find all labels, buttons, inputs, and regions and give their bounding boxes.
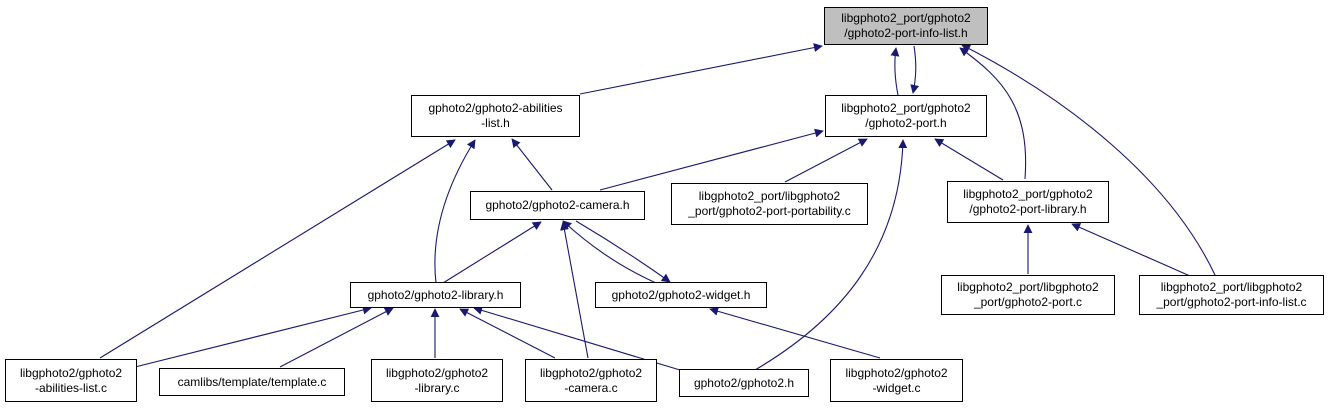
edge-abilities-list-c-to-library-h xyxy=(134,305,372,368)
edge-port-h-to-root-a xyxy=(890,47,900,96)
node-gphoto2-port-info-list-c[interactable]: libgphoto2_port/libgphoto2 _port/gphoto2… xyxy=(1139,275,1324,315)
node-gphoto2-library-h[interactable]: gphoto2/gphoto2-library.h xyxy=(350,282,521,308)
edge-widget-c-to-widget-h xyxy=(709,306,881,359)
edge-camera-h-to-port-h xyxy=(599,128,824,191)
node-gphoto2-port-c[interactable]: libgphoto2_port/libgphoto2 _port/gphoto2… xyxy=(941,275,1115,315)
node-label-line: -list.h xyxy=(481,116,510,130)
node-label-line: gphoto2/gphoto2-widget.h xyxy=(611,287,751,302)
node-gphoto2-h[interactable]: gphoto2/gphoto2.h xyxy=(679,369,809,397)
node-label-line: -camera.c xyxy=(564,380,618,395)
node-gphoto2-widget-h[interactable]: gphoto2/gphoto2-widget.h xyxy=(595,282,767,308)
edge-port-library-h-to-port-h xyxy=(934,138,1004,181)
node-gphoto2-abilities-list-c[interactable]: libgphoto2/gphoto2 -abilities-list.c xyxy=(5,359,137,402)
edge-camera-c-to-camera-h xyxy=(560,221,589,359)
edge-abilities-list-h-to-root xyxy=(579,43,823,95)
edge-port-library-h-to-root xyxy=(959,47,1027,180)
node-gphoto2-port-info-list-h: libgphoto2_port/gphoto2 /gphoto2-port-in… xyxy=(824,7,988,45)
edge-camera-h-to-abilities-list-h xyxy=(511,138,553,191)
node-label-line: /gphoto2-port.h xyxy=(865,116,947,130)
node-label-line: libgphoto2_port/gphoto2 xyxy=(841,11,971,25)
node-label-line: libgphoto2_port/gphoto2 xyxy=(963,187,1093,201)
node-label-line: gphoto2/gphoto2-camera.h xyxy=(485,198,630,212)
node-gphoto2-abilities-list-h[interactable]: gphoto2/gphoto2-abilities -list.h xyxy=(411,95,580,137)
node-label-line: _port/gphoto2-port.c xyxy=(973,295,1083,309)
node-label-line: _port/gphoto2-port-info-list.c xyxy=(1156,295,1307,309)
node-label-line: libgphoto2/gphoto2 xyxy=(385,365,489,380)
edge-camera-h-to-widget-h-b xyxy=(575,220,671,283)
edge-gphoto2-h-to-port-h xyxy=(754,139,908,371)
edge-library-h-to-abilities-list-h xyxy=(434,139,476,284)
node-label-line: libgphoto2/gphoto2 xyxy=(19,365,123,380)
edge-library-h-to-camera-h xyxy=(442,221,542,284)
node-label-line: libgphoto2_port/libgphoto2 xyxy=(957,280,1099,294)
node-gphoto2-camera-c[interactable]: libgphoto2/gphoto2 -camera.c xyxy=(525,359,657,402)
node-label-line: /gphoto2-port-info-list.h xyxy=(844,26,968,40)
node-label-line: libgphoto2_port/gphoto2 xyxy=(841,101,971,115)
node-gphoto2-port-library-h[interactable]: libgphoto2_port/gphoto2 /gphoto2-port-li… xyxy=(947,181,1109,223)
node-label-line: libgphoto2_port/libgphoto2 xyxy=(1160,280,1303,294)
node-label-line: gphoto2/gphoto2-abilities xyxy=(428,101,563,115)
node-label-line: camlibs/template/template.c xyxy=(177,374,327,389)
node-gphoto2-camera-h[interactable]: gphoto2/gphoto2-camera.h xyxy=(470,191,645,220)
edge-portability-c-to-port-h xyxy=(784,138,868,183)
node-label-line: gphoto2/gphoto2.h xyxy=(693,375,795,390)
node-label-line: libgphoto2/gphoto2 xyxy=(539,365,643,380)
node-label-line: /gphoto2-port-library.h xyxy=(969,202,1087,216)
node-label-line: _port/gphoto2-port-portability.c xyxy=(688,204,851,218)
node-label-line: -widget.c xyxy=(872,380,921,395)
edge-widget-h-to-camera-h-a xyxy=(562,220,657,284)
node-label-line: -library.c xyxy=(414,380,460,395)
node-gphoto2-widget-c[interactable]: libgphoto2/gphoto2 -widget.c xyxy=(830,359,963,402)
edge-template-c-to-library-h xyxy=(279,307,394,368)
node-label-line: libgphoto2/gphoto2 xyxy=(845,365,948,380)
node-gphoto2-port-portability-c[interactable]: libgphoto2_port/libgphoto2 _port/gphoto2… xyxy=(671,183,868,225)
edge-abilities-list-c-to-abilities-list-h xyxy=(99,139,456,359)
edge-port-info-list-c-to-root xyxy=(961,44,1216,276)
node-gphoto2-library-c[interactable]: libgphoto2/gphoto2 -library.c xyxy=(371,359,503,402)
node-gphoto2-port-h[interactable]: libgphoto2_port/gphoto2 /gphoto2-port.h xyxy=(825,95,987,137)
node-label-line: gphoto2/gphoto2-library.h xyxy=(367,287,504,302)
node-label-line: -abilities-list.c xyxy=(34,380,107,395)
edge-port-info-list-c-to-port-library-h xyxy=(1071,223,1191,277)
node-label-line: libgphoto2_port/libgphoto2 xyxy=(698,189,841,203)
node-template-c[interactable]: camlibs/template/template.c xyxy=(159,368,345,396)
edge-camera-c-to-library-h xyxy=(459,308,556,359)
edge-root-to-port-h-b xyxy=(910,45,920,94)
